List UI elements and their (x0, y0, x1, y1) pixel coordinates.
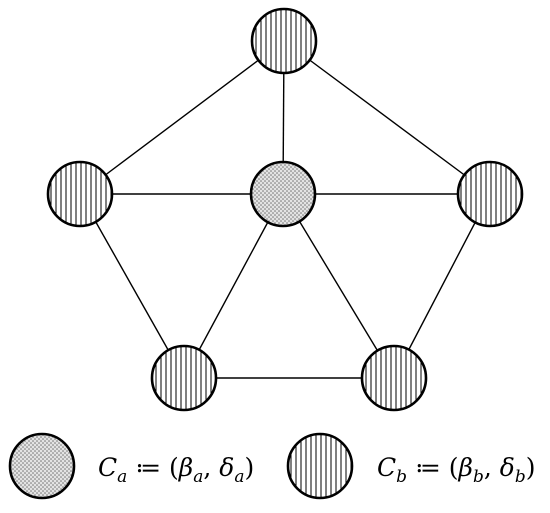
node-right (456, 160, 524, 228)
node-circle-bottom-left (150, 344, 218, 412)
node-bottom-right (360, 344, 428, 412)
node-circle-top (250, 7, 318, 75)
legend: Ca ≔ (βa, δa) Cb ≔ (βb, δb) (8, 432, 535, 500)
legend-swatch-ca (8, 432, 76, 500)
node-circle-bottom-right (360, 344, 428, 412)
edge-left-bottom-left (79, 193, 185, 379)
edge-top-right (283, 40, 491, 195)
node-bottom-left (150, 344, 218, 412)
node-circle-right (456, 160, 524, 228)
edge-center-bottom-right (282, 193, 395, 379)
node-circle-center (249, 160, 317, 228)
legend-label-cb: Cb ≔ (βb, δb) (377, 453, 535, 487)
node-left (46, 160, 114, 228)
legend-label-ca: Ca ≔ (βa, δa) (98, 453, 254, 487)
edge-top-left (79, 40, 285, 195)
edge-center-bottom-left (183, 193, 284, 379)
node-layer (46, 7, 524, 412)
node-top (250, 7, 318, 75)
legend-swatch-cb (286, 432, 354, 500)
edge-right-bottom-right (393, 193, 491, 379)
node-center (249, 160, 317, 228)
node-circle-left (46, 160, 114, 228)
